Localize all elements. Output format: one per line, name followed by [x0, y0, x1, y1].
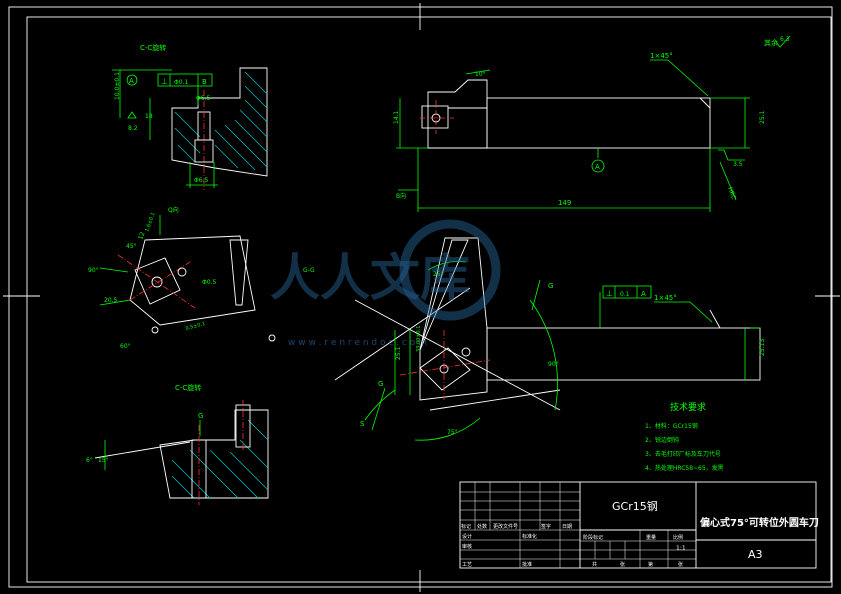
- tb-material: GCr15钢: [612, 500, 658, 513]
- top-dim-bottom: Φ6.5: [194, 177, 208, 184]
- main-view: G-G 25° G G S 75° 25.1 33.00±0.1 90° ⊥ 0…: [268, 237, 766, 441]
- svg-text:设计: 设计: [462, 533, 472, 540]
- main-g-left: G: [378, 380, 383, 388]
- side-chamfer: 1×45°: [650, 52, 673, 60]
- tech-requirements: 技术要求 1、材料：GCr15钢 2、锐边倒钝 3、去毛打印厂标及车刀代号 4、…: [645, 401, 724, 472]
- main-gdt-frame: ⊥ 0.1 A: [602, 285, 652, 299]
- svg-text:重量: 重量: [646, 534, 656, 541]
- cg-view: C-C旋转 G 6° 15°: [86, 383, 269, 505]
- cg-section-label: C-C旋转: [175, 383, 201, 392]
- svg-text:Φ0.1: Φ0.1: [174, 79, 188, 86]
- side-length: 149: [558, 199, 571, 207]
- insert-dim-45: 45°: [126, 243, 137, 250]
- svg-text:第: 第: [648, 561, 653, 568]
- svg-text:A: A: [641, 290, 646, 298]
- side-datum: A: [595, 163, 600, 171]
- top-section-view: C-C旋转 10.0±0.1 A 8.2 18 ⊥ Φ0.1 B Φ6.5: [112, 43, 268, 190]
- svg-text:⊥: ⊥: [606, 289, 613, 298]
- top-section-label: C-C旋转: [140, 43, 166, 52]
- tech-item-1: 1、材料：GCr15钢: [645, 422, 698, 430]
- tech-item-3: 3、去毛打印厂标及车刀代号: [645, 450, 721, 458]
- title-block: GCr15钢 偏心式75°可转位外圆车刀 A3 1:1 标记 处数 更改文件号 …: [459, 481, 819, 569]
- side-height-right: 25.1: [759, 110, 766, 124]
- svg-text:阶段标记: 阶段标记: [583, 534, 603, 541]
- side-hrc: HRC: [726, 186, 737, 200]
- top-gdt-frame: ⊥ Φ0.1 B: [157, 73, 213, 87]
- main-angle-90: 90°: [548, 361, 559, 368]
- svg-text:⊥: ⊥: [161, 77, 168, 86]
- tb-scale: 1:1: [676, 545, 686, 552]
- cg-g: G: [198, 412, 203, 420]
- insert-dim-12: 12: [137, 231, 146, 241]
- watermark-brand: 人人文库: [270, 249, 470, 307]
- tb-sheet-size: A3: [748, 548, 763, 561]
- cg-angle: 6°: [86, 457, 93, 464]
- insert-view: Q向 45° 90° 12 20.5 1.6±0.1 Φ0.5 0.5±0.1 …: [88, 206, 256, 350]
- main-label-gg: G-G: [303, 267, 315, 274]
- insert-label-q: Q向: [168, 206, 179, 214]
- insert-dim-gap: 1.6±0.1: [144, 212, 157, 233]
- svg-text:批准: 批准: [522, 561, 532, 568]
- tech-title: 技术要求: [670, 401, 706, 413]
- top-dim-8: 8.2: [128, 125, 138, 132]
- svg-text:张: 张: [678, 561, 683, 568]
- top-dim-width: Φ6.5: [196, 95, 210, 102]
- svg-text:日期: 日期: [562, 524, 572, 530]
- cg-angle2: 15°: [98, 457, 109, 464]
- side-view: 1×45° 10° 其余 6.3 14.1 25.1 A 3.5 HRC 149…: [393, 35, 791, 212]
- svg-text:签字: 签字: [541, 523, 551, 530]
- insert-dim-90: 90°: [88, 267, 99, 274]
- insert-tol: 0.5±0.1: [185, 321, 206, 332]
- side-roughness-value: 6.3: [780, 36, 790, 43]
- svg-text:比例: 比例: [673, 534, 683, 541]
- outer-frame: [8, 6, 833, 588]
- svg-text:共: 共: [592, 561, 597, 568]
- watermark: 人人文库 w w w . r e n r e n d o c . c o m: [270, 219, 501, 348]
- main-dim-25: 25.1: [395, 346, 402, 360]
- top-ref-a: A: [129, 77, 134, 85]
- svg-text:处数: 处数: [477, 523, 487, 530]
- insert-note: Φ0.5: [202, 279, 216, 286]
- svg-text:工艺: 工艺: [462, 562, 472, 568]
- top-dim-18: 18: [145, 113, 153, 120]
- svg-text:0.1: 0.1: [620, 291, 630, 298]
- main-angle-75: 75°: [447, 429, 458, 436]
- tech-item-2: 2、锐边倒钝: [645, 436, 679, 444]
- watermark-url: w w w . r e n r e n d o c . c o m: [288, 338, 427, 348]
- tb-part-name: 偏心式75°可转位外圆车刀: [700, 516, 819, 529]
- side-dim-3-5: 3.5: [733, 161, 743, 168]
- svg-text:标记: 标记: [461, 523, 471, 530]
- svg-text:标准化: 标准化: [522, 533, 537, 540]
- main-chamfer: 1×45°: [654, 294, 677, 302]
- side-height-left: 14.1: [393, 110, 400, 124]
- main-width: 25.13: [759, 339, 766, 356]
- side-view-label: B向: [396, 192, 406, 200]
- side-roughness-label: 其余: [764, 38, 778, 47]
- insert-dim-20-5: 20.5: [104, 297, 118, 304]
- svg-text:更改文件号: 更改文件号: [493, 523, 518, 530]
- svg-text:审核: 审核: [462, 543, 472, 550]
- insert-square: [134, 257, 181, 305]
- inner-frame: [26, 16, 832, 583]
- top-dim-left: 10.0±0.1: [114, 72, 121, 100]
- insert-dim-bottom: 60°: [120, 343, 131, 350]
- svg-text:B: B: [202, 78, 207, 86]
- side-angle: 10°: [475, 71, 486, 78]
- main-s-left: S: [360, 420, 365, 428]
- svg-text:张: 张: [620, 561, 625, 568]
- main-dim-38: 33.00±0.1: [416, 326, 422, 352]
- tech-item-4: 4、热处理HRC58~65，发黑: [645, 464, 724, 472]
- main-g-top: G: [548, 282, 553, 290]
- main-angle-25: 25°: [433, 271, 444, 278]
